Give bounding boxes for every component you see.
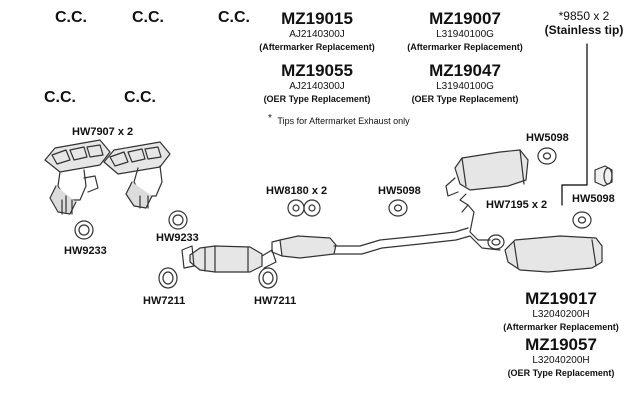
cc-label-3: C.C. <box>218 9 250 26</box>
tip-leader-line <box>561 43 588 206</box>
oem-number: L31940100G <box>436 29 494 40</box>
cc-label-2: C.C. <box>132 9 164 26</box>
resonator-pipe <box>271 227 471 259</box>
replacement-type: (Aftermarker Replacement) <box>259 42 375 52</box>
replacement-type: (OER Type Replacement) <box>263 94 371 104</box>
part-number: MZ19017 <box>525 289 597 308</box>
oem-number: L32040200H <box>532 309 590 320</box>
header-group-mz19055: MZ19055 AJ2140300J (OER Type Replacement… <box>244 62 390 104</box>
hw7195-label: HW7195 x 2 <box>486 199 548 211</box>
cc-label-5: C.C. <box>124 89 156 106</box>
oem-number: L31940100G <box>436 81 494 92</box>
gasket-hw7195 <box>487 234 505 250</box>
note-text: Tips for Aftermarket Exhaust only <box>277 116 410 126</box>
hanger-hw5098-right <box>572 211 592 229</box>
hanger-hw5098-mid <box>388 199 408 217</box>
gasket-hw7211-left <box>158 267 178 289</box>
muffler-group-mz19057: MZ19057 L32040200H (OER Type Replacement… <box>484 336 638 378</box>
hw7211-left-label: HW7211 <box>143 295 186 307</box>
replacement-type: (Aftermarker Replacement) <box>503 322 619 332</box>
tips-note: * Tips for Aftermarket Exhaust only <box>268 114 410 127</box>
muffler-lower <box>504 235 603 273</box>
hw9233-mid-label: HW9233 <box>156 232 199 244</box>
replacement-type: (OER Type Replacement) <box>411 94 519 104</box>
muffler-upper <box>445 149 529 197</box>
oem-number: L32040200H <box>532 355 590 366</box>
exhaust-manifold-right <box>103 141 171 209</box>
hw7211-mid-label: HW7211 <box>254 295 297 307</box>
cc-label-1: C.C. <box>55 9 87 26</box>
oem-number: AJ2140300J <box>289 81 345 92</box>
note-marker: * <box>268 113 272 124</box>
exhaust-manifold-left <box>44 139 111 215</box>
part-number: MZ19055 <box>281 61 353 80</box>
replacement-type: (Aftermarker Replacement) <box>407 42 523 52</box>
header-group-mz19015: MZ19015 AJ2140300J (Aftermarker Replacem… <box>244 10 390 52</box>
tip-material: (Stainless tip) <box>544 23 624 37</box>
gasket-hw7211-mid <box>258 267 278 289</box>
gasket-hw9233-mid <box>168 210 188 230</box>
exhaust-tip <box>594 165 613 187</box>
hw5098-top-label: HW5098 <box>526 132 569 144</box>
oem-number: AJ2140300J <box>289 29 345 40</box>
header-group-mz19007: MZ19007 L31940100G (Aftermarker Replacem… <box>392 10 538 52</box>
muffler-group-mz19017: MZ19017 L32040200H (Aftermarker Replacem… <box>484 290 638 332</box>
catalytic-converter <box>181 245 277 273</box>
part-number: MZ19057 <box>525 335 597 354</box>
header-group-mz19047: MZ19047 L31940100G (OER Type Replacement… <box>392 62 538 104</box>
part-number: MZ19015 <box>281 9 353 28</box>
cc-label-4: C.C. <box>44 89 76 106</box>
replacement-type: (OER Type Replacement) <box>507 368 615 378</box>
tip-part: *9850 x 2 <box>558 9 610 23</box>
hw8180-label: HW8180 x 2 <box>266 185 328 197</box>
hw7907-label: HW7907 x 2 <box>72 126 134 138</box>
hanger-hw8180 <box>287 199 321 217</box>
part-number: MZ19007 <box>429 9 501 28</box>
part-number: MZ19047 <box>429 61 501 80</box>
hw9233-left-label: HW9233 <box>64 245 107 257</box>
hw5098-right-label: HW5098 <box>572 193 615 205</box>
gasket-hw9233-left <box>74 220 94 240</box>
tip-group: *9850 x 2 (Stainless tip) <box>534 10 634 36</box>
hanger-hw5098-top <box>537 147 557 165</box>
hw5098-mid-label: HW5098 <box>378 185 421 197</box>
